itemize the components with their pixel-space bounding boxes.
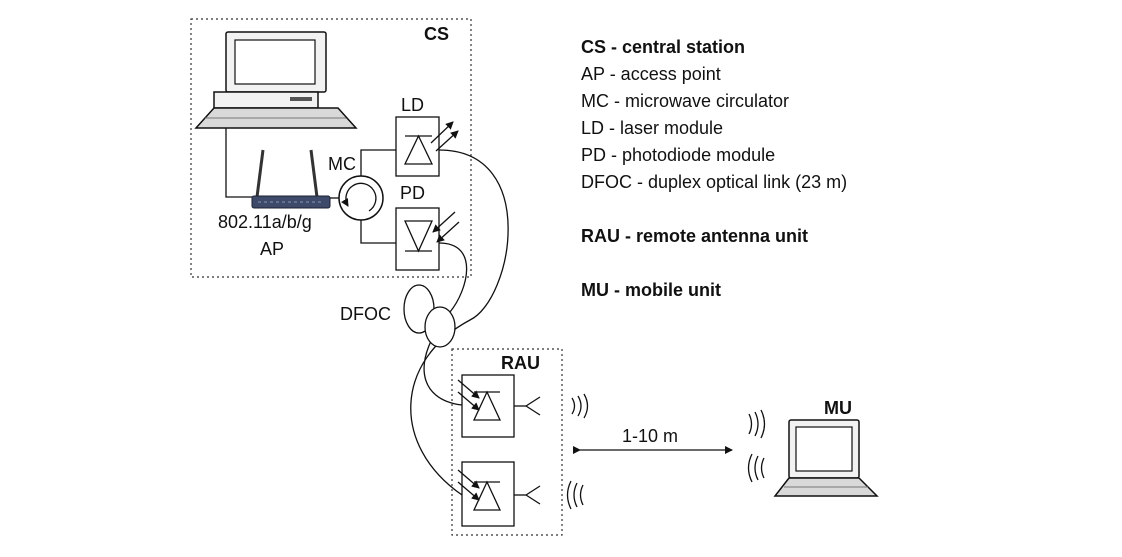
legend: CS - central station AP - access point M… [581,34,847,304]
radio-waves-icon [748,409,766,439]
mc-label: MC [328,154,356,174]
legend-item-pd: PD - photodiode module [581,145,776,165]
legend-item-ld: LD - laser module [581,118,724,138]
radio-waves-icon [747,453,765,483]
legend-item-rau: RAU - remote antenna unit [581,226,809,246]
laptop-icon [773,419,879,497]
duplex-optical-link [403,149,509,496]
desktop-computer-icon [194,31,358,129]
ld-label: LD [401,95,424,115]
dfoc-label: DFOC [340,304,391,324]
ap-label: AP [260,239,284,259]
cs-boundary [190,18,472,278]
legend-item-dfoc: DFOC - duplex optical link (23 m) [581,172,848,192]
rau-receiver-module [457,374,541,438]
microwave-circulator-icon [338,175,384,221]
legend-item-cs: CS - central station [581,37,746,57]
laser-module [395,116,459,177]
radio-waves-icon [571,393,589,419]
legend-item-mu: MU - mobile unit [581,280,721,300]
legend-item-ap: AP - access point [581,64,721,84]
rau-boundary [451,348,563,536]
rau-transmitter-module [457,461,541,527]
mu-label: MU [824,398,852,418]
distance-label: 1-10 m [622,426,678,446]
rau-label: RAU [501,353,540,373]
radio-waves-icon [566,480,584,510]
ap-model-label: 802.11a/b/g [218,212,312,232]
cs-label: CS [424,24,449,44]
access-point-icon [251,149,331,209]
legend-item-mc: MC - microwave circulator [581,91,790,111]
pd-label: PD [400,183,425,203]
photodiode-module [395,207,460,271]
